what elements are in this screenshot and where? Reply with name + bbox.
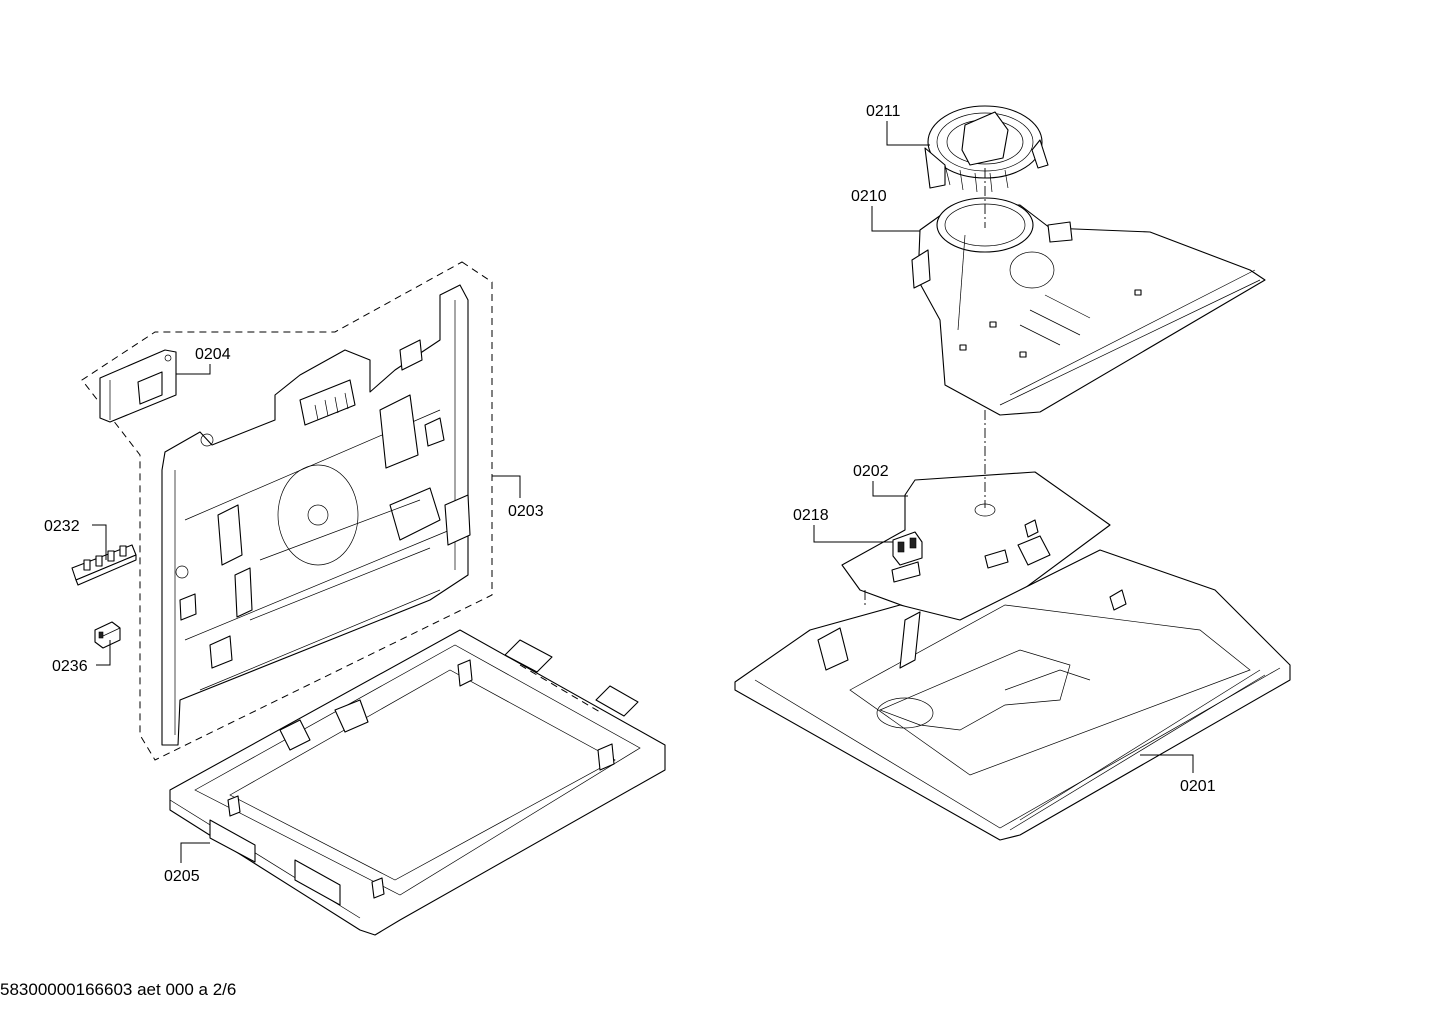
callout-label: 0210 bbox=[851, 188, 887, 205]
group-outline-0203 bbox=[81, 261, 493, 761]
callout-label: 0236 bbox=[52, 658, 88, 675]
callout-0204[interactable]: 0204 bbox=[176, 346, 231, 375]
back-panel-part bbox=[161, 284, 471, 746]
callout-label: 0201 bbox=[1180, 778, 1216, 795]
callout-0205[interactable]: 0205 bbox=[164, 842, 210, 885]
callout-0218[interactable]: 0218 bbox=[793, 507, 893, 543]
terminal-strip-0232-part bbox=[71, 544, 137, 586]
base-tray-0201-part bbox=[734, 549, 1291, 841]
callout-label: 0205 bbox=[164, 868, 200, 885]
bottom-frame-0205-part bbox=[169, 629, 666, 936]
callout-0232[interactable]: 0232 bbox=[44, 518, 107, 560]
callout-0201[interactable]: 0201 bbox=[1140, 754, 1216, 795]
callout-label: 0202 bbox=[853, 463, 889, 480]
plate-0202-part bbox=[841, 471, 1111, 626]
callout-0211[interactable]: 0211 bbox=[866, 103, 930, 146]
callout-label: 0203 bbox=[508, 503, 544, 520]
bracket-0204-part bbox=[99, 349, 177, 423]
callout-0236[interactable]: 0236 bbox=[52, 640, 111, 675]
callout-label: 0232 bbox=[44, 518, 80, 535]
document-code: 58300000166603 aet 000 a 2/6 bbox=[0, 980, 237, 999]
callout-0210[interactable]: 0210 bbox=[851, 188, 920, 232]
callout-label: 0211 bbox=[866, 103, 901, 120]
connector-0236-part bbox=[94, 621, 121, 649]
fan-0211-part bbox=[924, 105, 1049, 193]
switch-0218-part bbox=[892, 531, 923, 566]
callout-label: 0204 bbox=[195, 346, 231, 363]
callout-0202[interactable]: 0202 bbox=[853, 463, 908, 497]
callout-0203[interactable]: 0203 bbox=[492, 475, 544, 520]
fan-cover-0210-part bbox=[911, 197, 1266, 416]
callout-label: 0218 bbox=[793, 507, 829, 524]
